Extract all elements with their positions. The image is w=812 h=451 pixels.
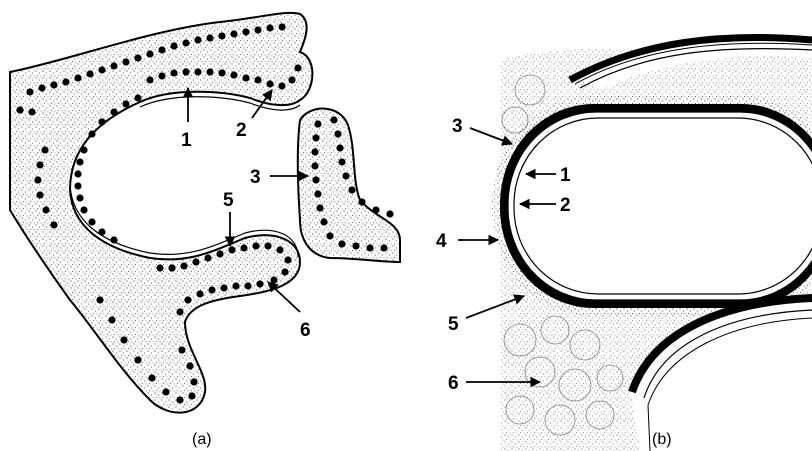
svg-text:6: 6	[300, 320, 311, 341]
svg-text:6: 6	[448, 373, 459, 394]
svg-text:3: 3	[452, 116, 463, 137]
caption-a: (a)	[192, 431, 212, 448]
caption-b: (b)	[652, 431, 672, 448]
svg-text:1: 1	[560, 165, 571, 186]
svg-text:5: 5	[448, 314, 459, 335]
svg-text:2: 2	[560, 195, 571, 216]
svg-text:3: 3	[250, 167, 261, 188]
svg-text:4: 4	[436, 231, 447, 252]
label-a-6: 6	[268, 282, 311, 341]
central-cell-b	[492, 96, 812, 316]
cell-right-a	[298, 109, 400, 262]
label-b-4: 4	[436, 231, 498, 252]
svg-text:5: 5	[223, 190, 234, 211]
panel-b: 3 1 2 4 5 6 (b)	[436, 35, 812, 451]
panel-a: 1 2 3 5 6 (a)	[10, 13, 400, 448]
svg-text:1: 1	[181, 130, 192, 151]
svg-text:2: 2	[236, 120, 247, 141]
